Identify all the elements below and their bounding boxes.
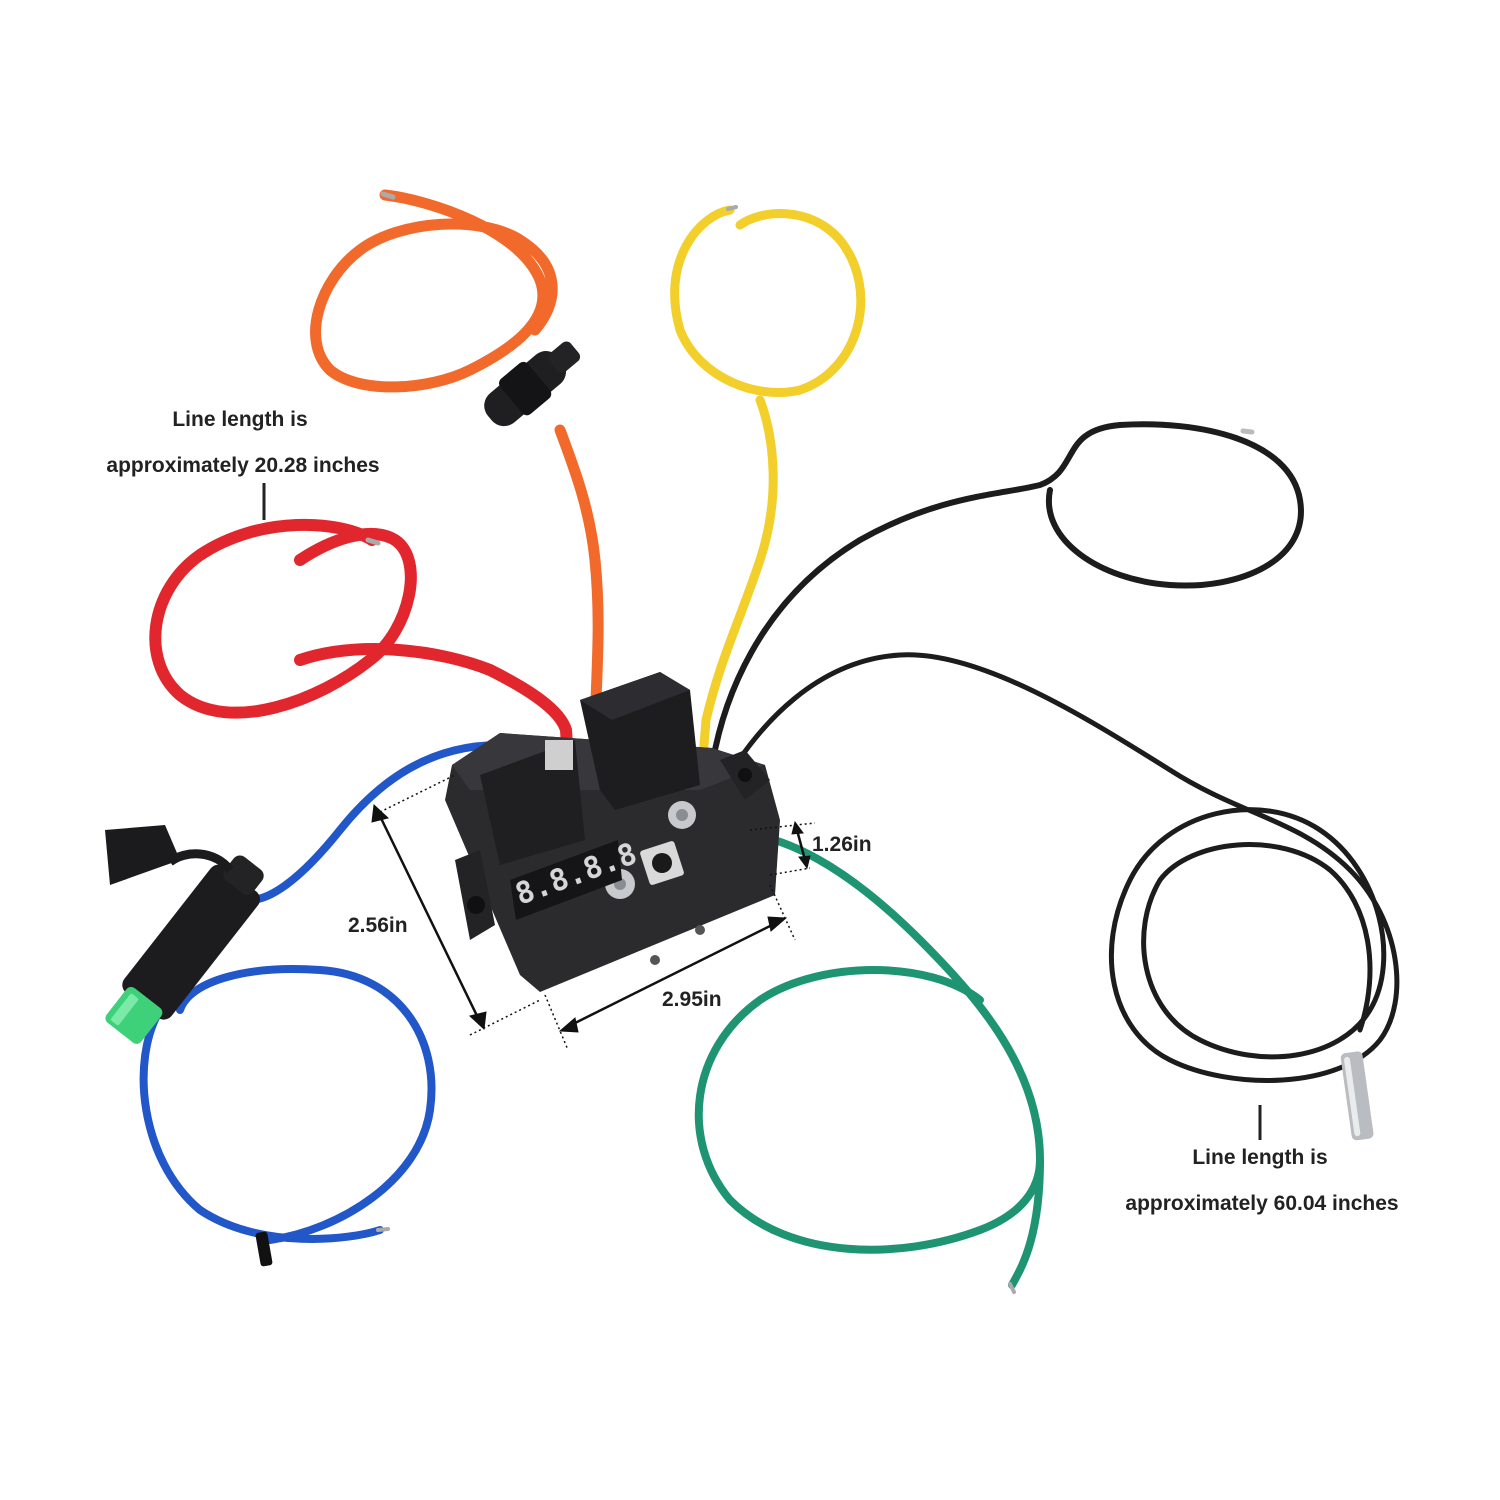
dimension-depth bbox=[749, 820, 816, 876]
left-length-label-line1: Line length is bbox=[172, 408, 308, 431]
blade-fuse-holder-icon bbox=[105, 825, 264, 1044]
blue-wire bbox=[139, 741, 504, 1267]
dimension-height bbox=[371, 774, 541, 1036]
green-wire bbox=[694, 828, 1045, 1294]
right-length-label-line1: Line length is bbox=[1192, 1146, 1328, 1169]
inline-fuse-holder bbox=[484, 341, 581, 427]
red-wire bbox=[149, 518, 574, 766]
orange-wire bbox=[310, 189, 604, 706]
push-button-icon bbox=[640, 841, 684, 885]
yellow-wire bbox=[670, 205, 866, 775]
temperature-probe-icon bbox=[1340, 1051, 1374, 1141]
black-wire-upper bbox=[707, 421, 1304, 783]
right-length-label-line2: approximately 60.04 inches bbox=[1125, 1192, 1399, 1215]
width-dimension-label: 2.95in bbox=[662, 988, 722, 1011]
black-wire-probe-cable bbox=[717, 652, 1400, 1083]
dimension-width bbox=[544, 884, 796, 1051]
left-length-label-line2: approximately 20.28 inches bbox=[106, 454, 380, 477]
controller-housing bbox=[445, 672, 780, 992]
depth-dimension-label: 1.26in bbox=[812, 833, 872, 856]
height-dimension-label: 2.56in bbox=[348, 914, 408, 937]
